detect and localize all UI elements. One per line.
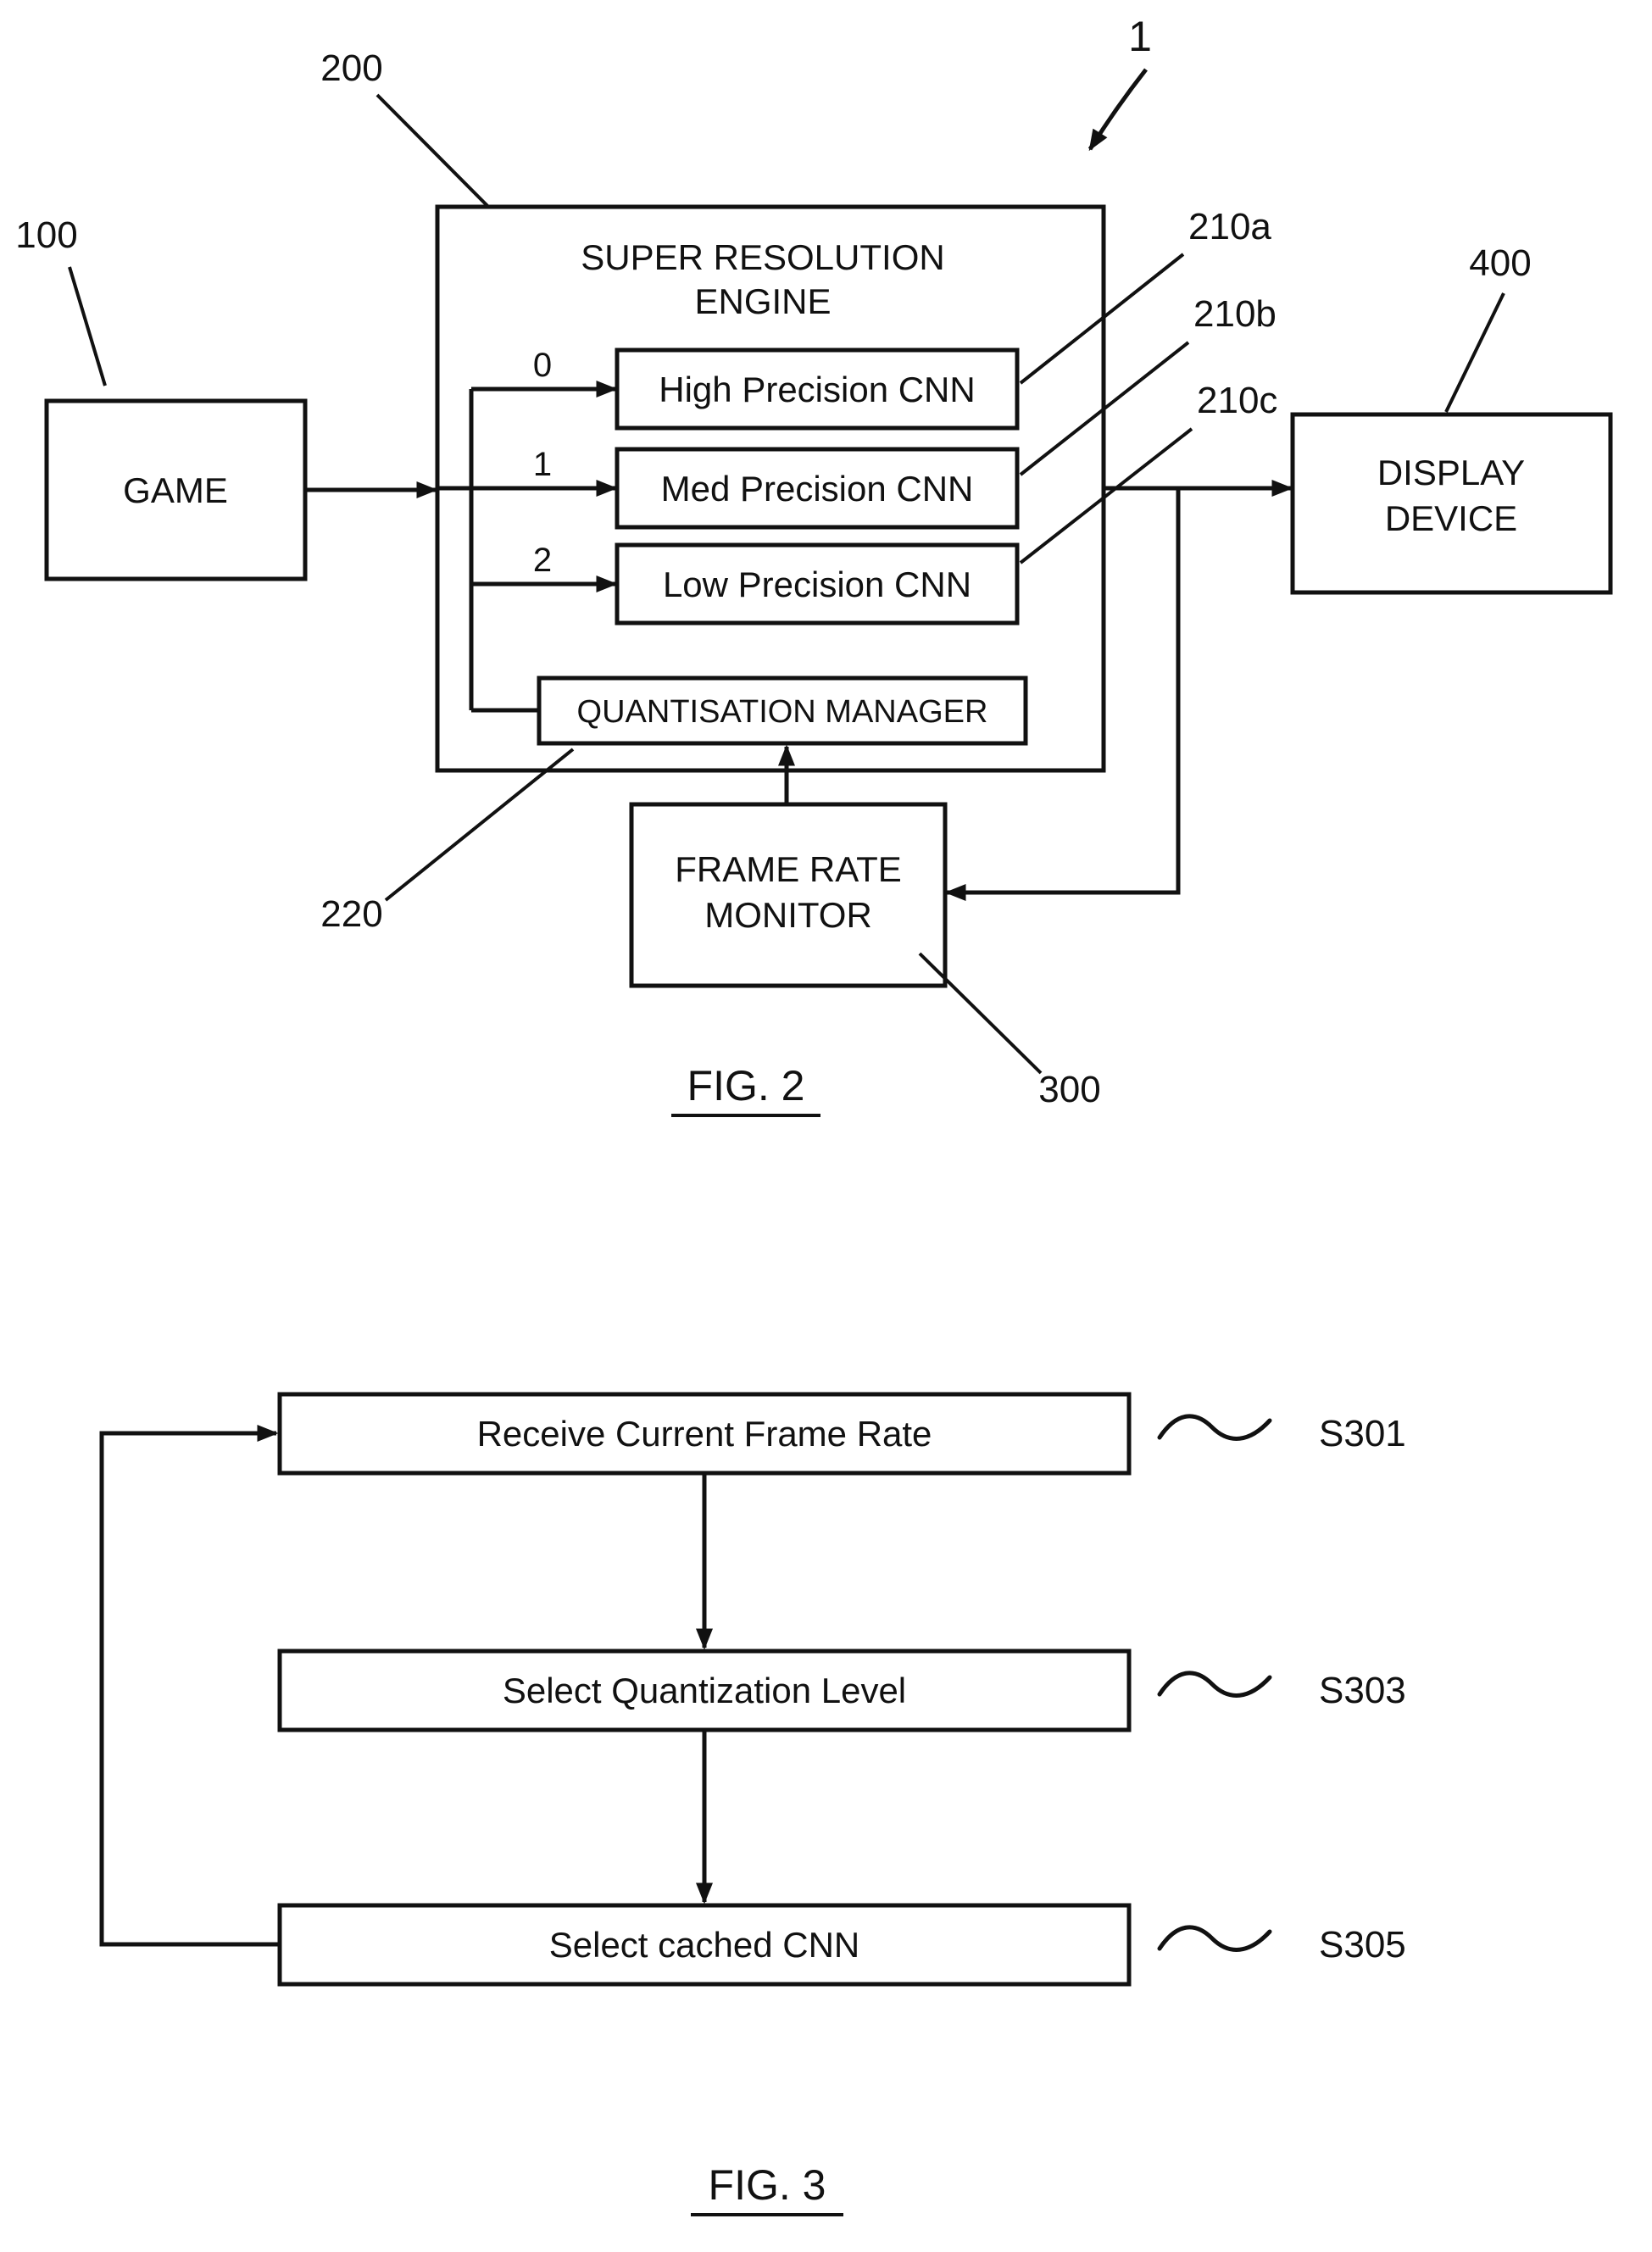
quantisation-manager-label: QUANTISATION MANAGER — [577, 694, 988, 730]
engine-title-line1: SUPER RESOLUTION — [581, 237, 944, 277]
ref-210c-leader-line — [1019, 427, 1193, 564]
ref-300-label: 300 — [1038, 1069, 1100, 1110]
ref-210b-leader-line — [1019, 341, 1190, 476]
ref-300-leader-line — [918, 952, 1043, 1075]
ref-210c-label: 210c — [1197, 380, 1277, 421]
game-label: GAME — [123, 470, 228, 510]
frame-rate-monitor-label-line1: FRAME RATE — [675, 849, 902, 889]
ref-100-label: 100 — [15, 214, 77, 256]
quantisation-manager-box — [537, 676, 1028, 746]
ref-220-label: 220 — [320, 893, 382, 935]
feedback-loop-line — [99, 1425, 280, 1947]
low-precision-cnn-box — [615, 542, 1020, 626]
step-receive-frame-rate-label: Receive Current Frame Rate — [477, 1414, 932, 1454]
figure-3: Receive Current Frame Rate S301 Select Q… — [99, 1392, 1406, 2216]
med-precision-cnn-label: Med Precision CNN — [661, 469, 974, 509]
figure-2-caption: FIG. 2 — [687, 1062, 805, 1109]
ref-100-leader-line — [68, 266, 107, 386]
ref-400-label: 400 — [1469, 242, 1531, 284]
figure-3-caption: FIG. 3 — [709, 2161, 826, 2209]
ref-1-label: 1 — [1128, 13, 1152, 60]
ref-400-leader-line — [1444, 292, 1505, 413]
frame-rate-monitor-label-line2: MONITOR — [704, 895, 872, 935]
ref-s303-label: S303 — [1319, 1670, 1406, 1711]
ref-210a-label: 210a — [1188, 206, 1271, 247]
selector-1-label: 1 — [533, 446, 552, 483]
ref-s305-label: S305 — [1319, 1924, 1406, 1966]
med-precision-cnn-box — [615, 447, 1020, 530]
ref-200-label: 200 — [320, 47, 382, 89]
engine-title-line2: ENGINE — [694, 281, 831, 321]
ref-s301-label: S301 — [1319, 1413, 1406, 1454]
display-device-label-line1: DISPLAY — [1377, 453, 1525, 492]
ref-1-arrow — [1087, 68, 1148, 152]
game-box — [44, 398, 308, 581]
step-select-cached-cnn-box — [277, 1903, 1132, 1987]
low-precision-cnn-label: Low Precision CNN — [663, 564, 971, 604]
selector-2-label: 2 — [533, 542, 552, 579]
figure-2: 1 200 100 GAME SUPER RESOLUTION ENGINE 0… — [15, 13, 1613, 1117]
squiggle-marker-s303 — [1157, 1671, 1272, 1698]
selector-0-label: 0 — [533, 347, 552, 384]
display-device-box — [1290, 412, 1613, 595]
step-select-cached-cnn-label: Select cached CNN — [549, 1925, 860, 1965]
high-precision-cnn-box — [615, 348, 1020, 431]
display-device-label-line2: DEVICE — [1385, 498, 1517, 538]
step-receive-frame-rate-box — [277, 1392, 1132, 1476]
ref-210b-label: 210b — [1193, 293, 1277, 335]
squiggle-marker-s301 — [1157, 1414, 1272, 1441]
ref-210a-leader-line — [1019, 253, 1185, 385]
arrow-output-to-frame-rate-monitor — [944, 488, 1181, 901]
squiggle-marker-s305 — [1157, 1925, 1272, 1952]
step-select-quantization-level-label: Select Quantization Level — [503, 1671, 906, 1710]
high-precision-cnn-label: High Precision CNN — [659, 370, 975, 409]
frame-rate-monitor-box — [629, 802, 948, 988]
ref-220-leader-line — [384, 748, 575, 902]
